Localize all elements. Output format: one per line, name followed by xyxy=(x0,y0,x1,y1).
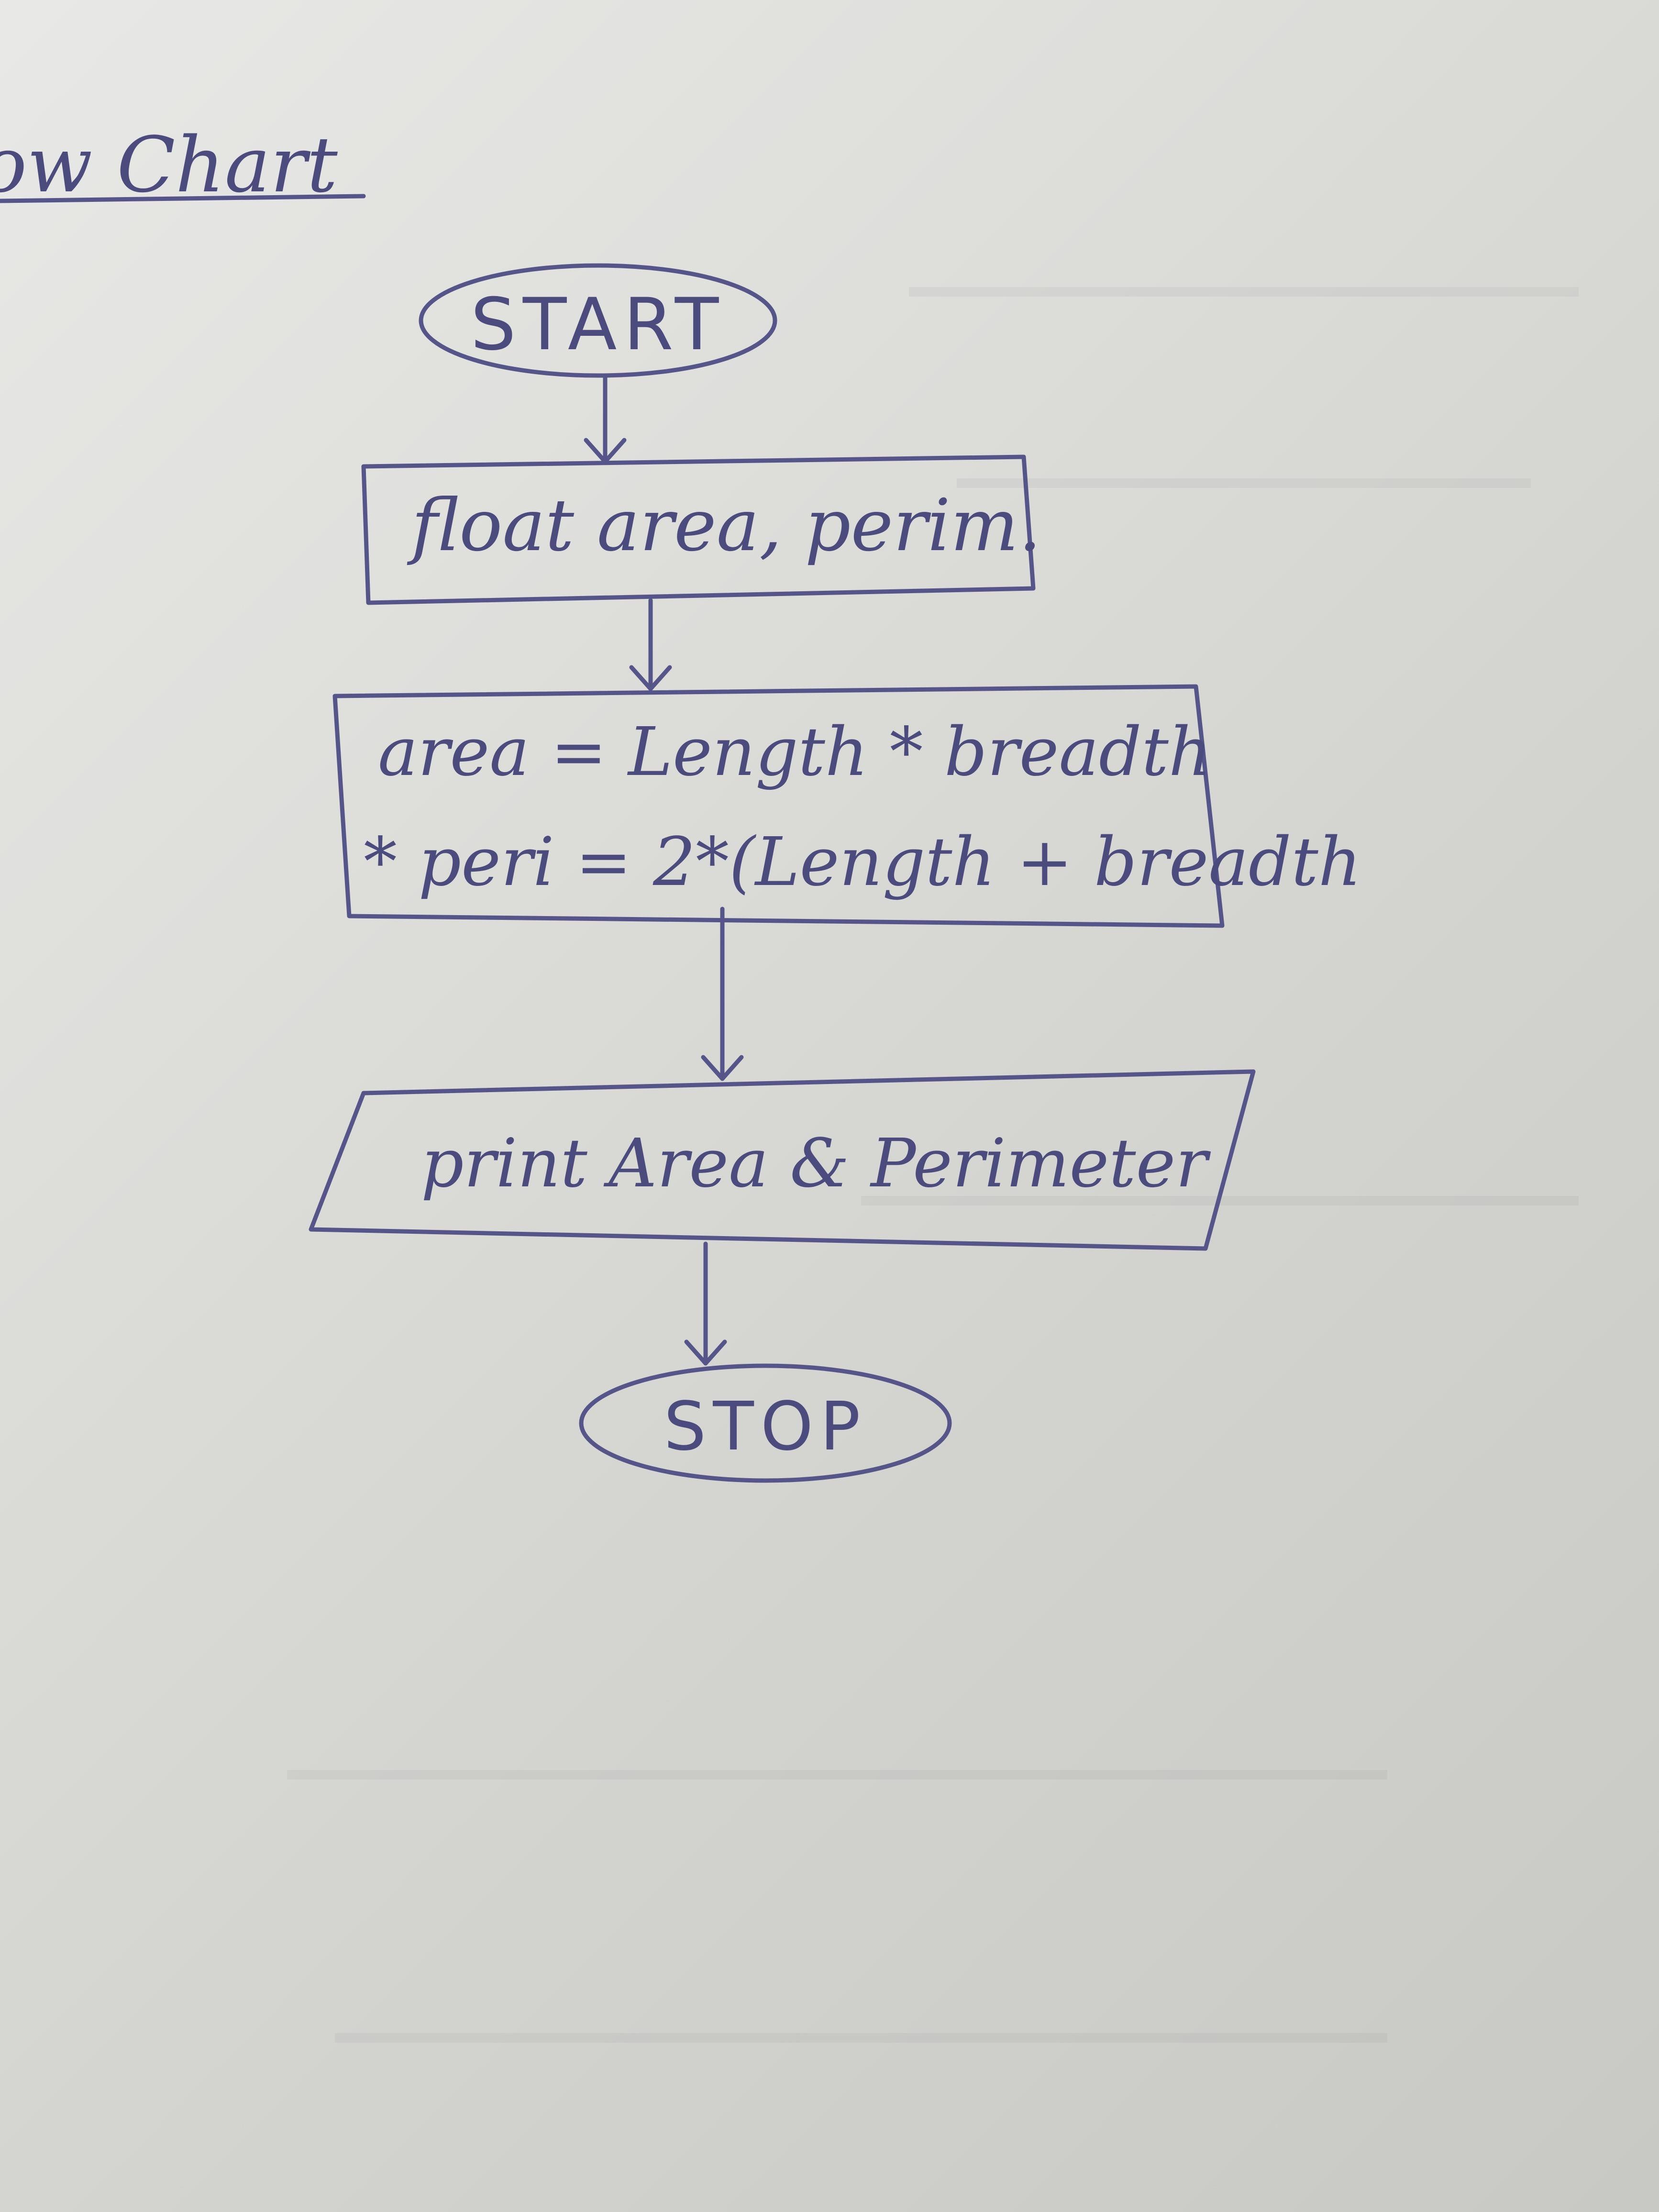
stop-terminal xyxy=(579,1363,952,1483)
compute-process-box xyxy=(332,684,1225,928)
declare-process-box xyxy=(361,454,1036,605)
stop-label: STOP xyxy=(664,1388,867,1466)
start-terminal xyxy=(419,263,777,378)
start-label: START xyxy=(471,283,726,366)
arrow-compute-to-output-head xyxy=(701,1055,744,1081)
flowchart-heading: ow Chart xyxy=(0,120,338,210)
compute-line-1: area = Length * breadth xyxy=(378,713,1212,791)
output-io-box xyxy=(309,1069,1256,1251)
arrow-output-to-stop-head xyxy=(684,1339,727,1366)
arrow-declare-to-compute-head xyxy=(629,665,672,691)
compute-line-2: * peri = 2*(Length + breadth xyxy=(364,823,1361,901)
heading-underline xyxy=(0,194,366,203)
output-label: print Area & Perimeter xyxy=(421,1125,1211,1203)
declare-label: float area, perim. xyxy=(407,484,1041,567)
